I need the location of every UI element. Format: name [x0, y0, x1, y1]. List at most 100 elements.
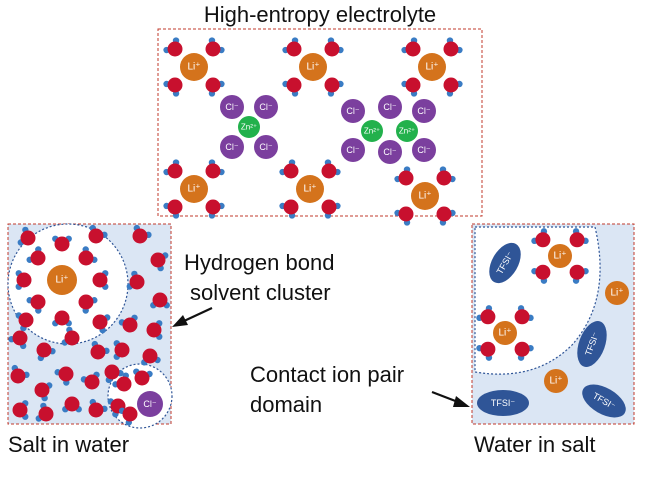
li-cation-label: Li⁺ [418, 191, 431, 202]
chloride-anion-label: Cl⁻ [143, 399, 156, 409]
chloride-anion: Cl⁻ [220, 95, 244, 119]
water-molecule [10, 364, 30, 384]
water-molecule [26, 294, 46, 314]
water-molecule [146, 320, 163, 340]
water-molecule [150, 292, 170, 309]
chloride-anion-label: Cl⁻ [383, 147, 396, 157]
water-molecule [112, 372, 132, 392]
water-molecule [132, 224, 152, 244]
li-cation: Li⁺ [493, 321, 517, 345]
water-molecule [36, 342, 56, 362]
li-cation: Li⁺ [296, 175, 324, 203]
zinc-cation: Zn²⁺ [361, 120, 383, 142]
li-cation: Li⁺ [180, 175, 208, 203]
chloride-anion: Cl⁻ [378, 140, 402, 164]
tfsi-anion: TFSI⁻ [489, 242, 521, 284]
water-molecule [15, 270, 32, 290]
chloride-anion-label: Cl⁻ [346, 106, 359, 116]
li-cation-label: Li⁺ [187, 62, 200, 73]
li-cation: Li⁺ [47, 265, 77, 295]
water-molecule [514, 341, 534, 361]
water-molecule [163, 77, 183, 97]
water-molecule [514, 305, 534, 325]
water-molecule [279, 159, 299, 179]
chloride-anion-label: Cl⁻ [225, 102, 238, 112]
li-cation: Li⁺ [605, 281, 629, 305]
chloride-anion-label: Cl⁻ [346, 145, 359, 155]
water-molecule [394, 166, 414, 186]
water-molecule [282, 37, 302, 57]
water-molecule [92, 314, 111, 334]
water-molecule [62, 396, 82, 413]
water-molecule [321, 199, 341, 219]
chloride-anion-label: Cl⁻ [383, 102, 396, 112]
chloride-anion-label: Cl⁻ [225, 142, 238, 152]
li-cation-label: Li⁺ [303, 184, 316, 195]
water-molecule [118, 406, 138, 426]
li-cation: Li⁺ [418, 53, 446, 81]
right-panel-content: TFSI⁻Li⁺Li⁺Li⁺TFSI⁻Li⁺TFSI⁻TFSI⁻ [476, 228, 629, 418]
li-cation-label: Li⁺ [187, 184, 200, 195]
water-molecule [436, 166, 456, 186]
water-molecule [531, 264, 551, 284]
water-molecule [52, 310, 72, 327]
water-molecule [78, 294, 98, 314]
zinc-cation-label: Zn²⁺ [399, 127, 415, 136]
chloride-anion: Cl⁻ [378, 95, 402, 119]
water-molecule [61, 326, 80, 346]
tfsi-anion-label: TFSI⁻ [491, 398, 515, 408]
li-cation-label: Li⁺ [306, 62, 319, 73]
water-molecule [52, 235, 72, 252]
hydrogen-bond-arrow [172, 307, 213, 327]
water-molecule [443, 37, 463, 57]
contact-ion-label-line1: Contact ion pair [250, 362, 404, 387]
chloride-anion-label: Cl⁻ [417, 106, 430, 116]
water-molecule [436, 206, 456, 226]
li-cation-label: Li⁺ [498, 328, 511, 339]
water-molecule [78, 246, 98, 266]
left-panel-caption: Salt in water [8, 432, 129, 457]
water-molecule [80, 371, 100, 390]
chloride-anion: Cl⁻ [254, 95, 278, 119]
water-molecule [205, 37, 225, 57]
hydrogen-bond-label-line1: Hydrogen bond [184, 250, 334, 275]
water-molecule [26, 246, 46, 266]
top-panel-title: High-entropy electrolyte [204, 2, 436, 27]
water-molecule [279, 199, 299, 219]
water-molecule [163, 199, 183, 219]
water-molecule [34, 382, 53, 402]
chloride-anion: Cl⁻ [137, 391, 163, 417]
top-panel-content: Li⁺Li⁺Li⁺Li⁺Li⁺Li⁺Cl⁻Cl⁻Cl⁻Cl⁻Zn²⁺Cl⁻Cl⁻… [163, 37, 463, 226]
water-molecule [163, 159, 183, 179]
water-molecule [531, 228, 551, 248]
water-molecule [163, 37, 183, 57]
li-cation-label: Li⁺ [553, 251, 566, 262]
chloride-anion: Cl⁻ [341, 99, 365, 123]
tfsi-anion: TFSI⁻ [477, 390, 529, 416]
water-molecule [88, 224, 108, 244]
water-molecule [321, 159, 341, 179]
water-molecule [54, 366, 74, 386]
chloride-anion: Cl⁻ [220, 135, 244, 159]
water-molecule [205, 159, 225, 179]
chloride-anion: Cl⁻ [412, 99, 436, 123]
chloride-anion-label: Cl⁻ [259, 142, 272, 152]
water-molecule [12, 400, 29, 420]
water-molecule [104, 364, 124, 384]
water-molecule [476, 341, 496, 361]
li-cation-label: Li⁺ [610, 288, 623, 299]
water-molecule [205, 77, 225, 97]
tfsi-anion: TFSI⁻ [582, 384, 626, 418]
water-molecule [205, 199, 225, 219]
water-molecule [282, 77, 302, 97]
water-molecule [133, 368, 153, 386]
water-molecule [17, 226, 36, 246]
water-molecule [324, 37, 344, 57]
water-molecule [118, 314, 138, 333]
water-molecule [569, 264, 589, 284]
left-panel-content: Li⁺ Cl⁻ [8, 224, 170, 426]
water-molecule [394, 206, 414, 226]
water-molecule [113, 340, 130, 360]
water-molecule [141, 348, 161, 366]
water-molecule [35, 402, 54, 422]
